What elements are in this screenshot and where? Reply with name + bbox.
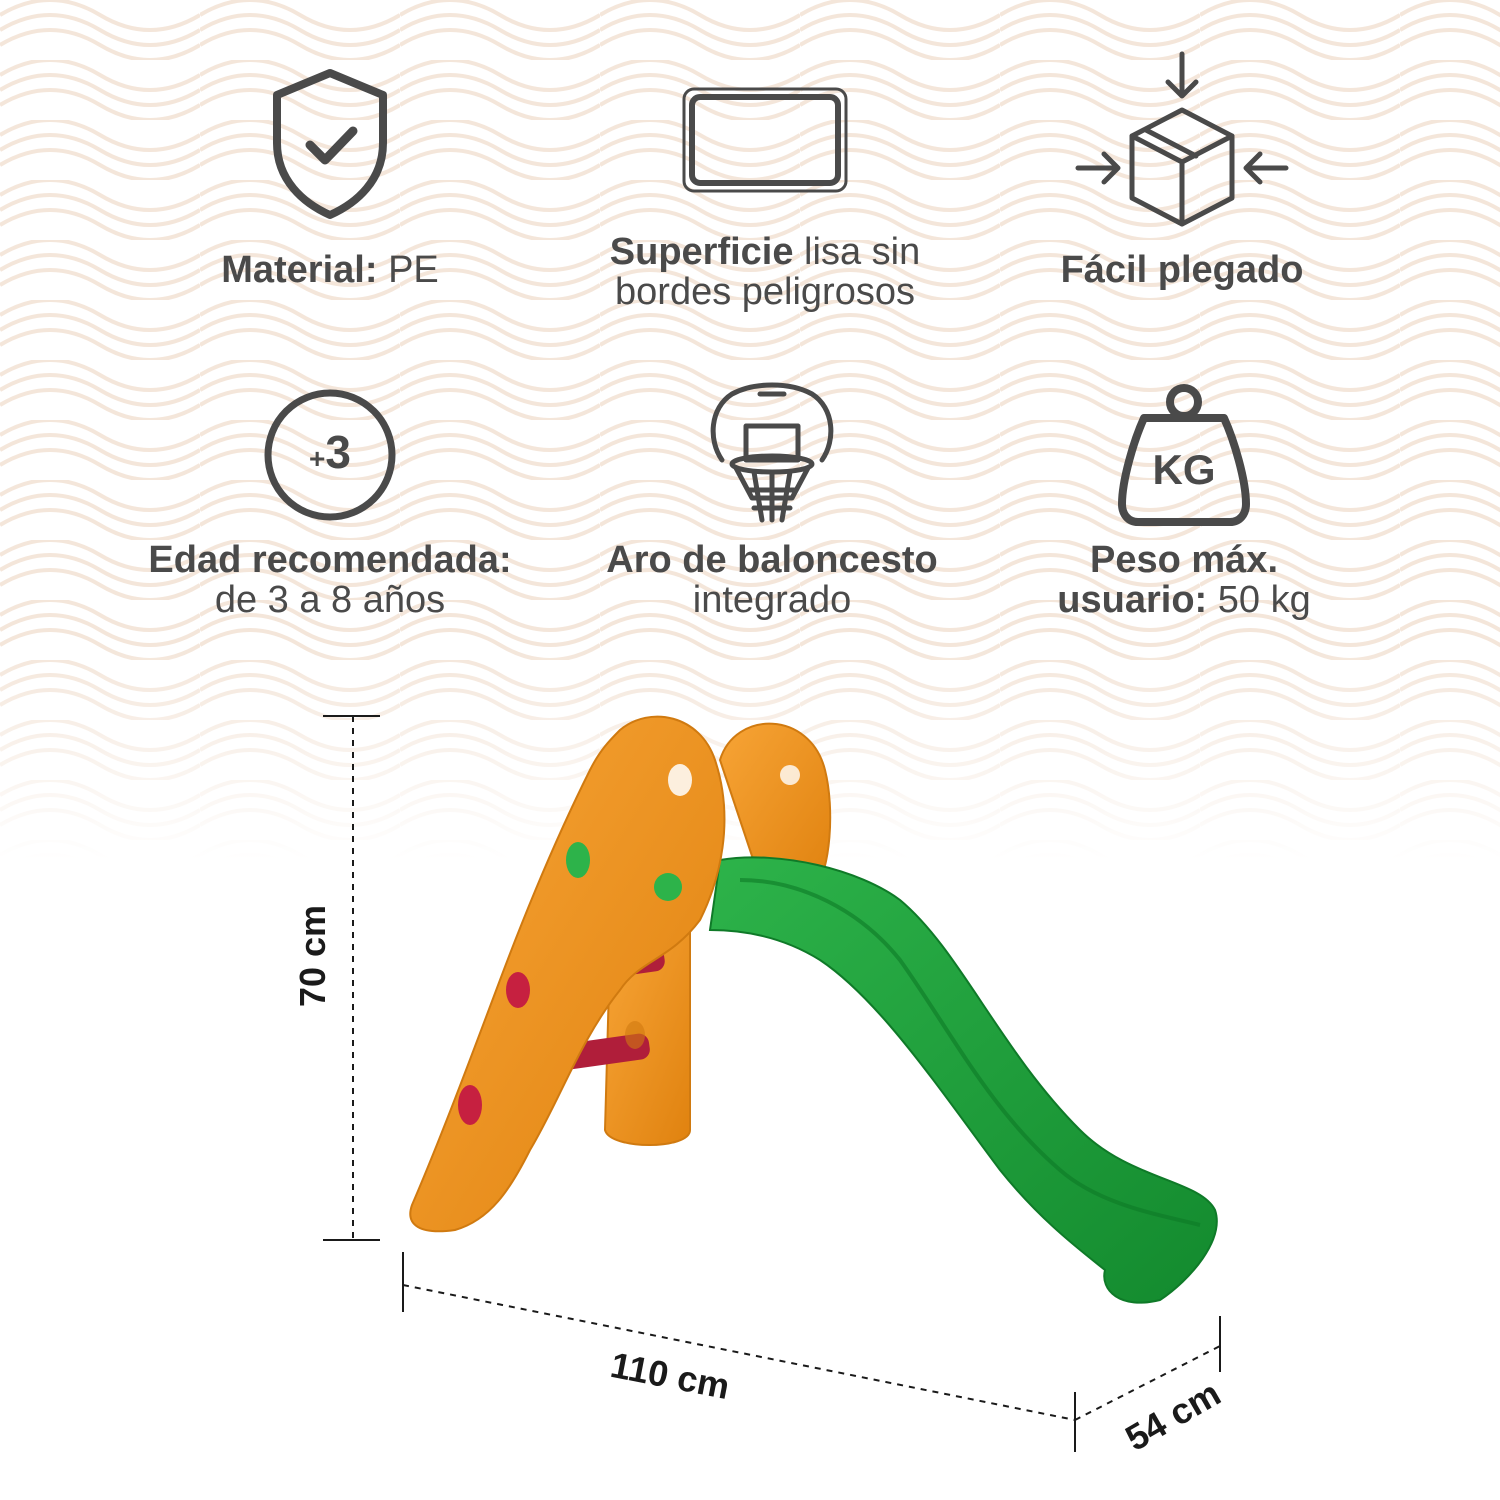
edad-label: Edad recomendada: de 3 a 8 años <box>148 539 512 621</box>
rounded-rectangle-icon <box>682 87 848 193</box>
age-badge: +3 <box>309 426 351 478</box>
feature-aro: Aro de baloncesto integrado <box>562 380 982 625</box>
shield-check-icon <box>273 69 387 219</box>
feature-superficie: Superficie lisa sin bordes peligrosos <box>555 60 975 320</box>
age-plus-three-icon <box>264 389 396 521</box>
superficie-label: Superficie lisa sin bordes peligrosos <box>609 231 921 313</box>
feature-peso: KG Peso máx. usuario: 50 kg <box>974 380 1394 625</box>
feature-edad: +3 Edad recomendada: de 3 a 8 años <box>120 385 540 625</box>
weight-kg-icon <box>1118 384 1250 526</box>
basketball-hoop-icon <box>710 382 834 523</box>
wave-pattern-background <box>0 0 1500 860</box>
height-dimension-label: 70 cm <box>292 904 334 1008</box>
material-label: Material: PE <box>221 249 439 291</box>
feature-plegado: Fácil plegado <box>972 50 1392 310</box>
aro-label: Aro de baloncesto integrado <box>606 539 938 621</box>
feature-material: Material: PE <box>120 60 540 320</box>
plegado-label: Fácil plegado <box>1060 249 1304 291</box>
kg-badge: KG <box>1152 446 1216 493</box>
compress-box-icon <box>1075 51 1289 227</box>
peso-label: Peso máx. usuario: 50 kg <box>1057 539 1311 621</box>
